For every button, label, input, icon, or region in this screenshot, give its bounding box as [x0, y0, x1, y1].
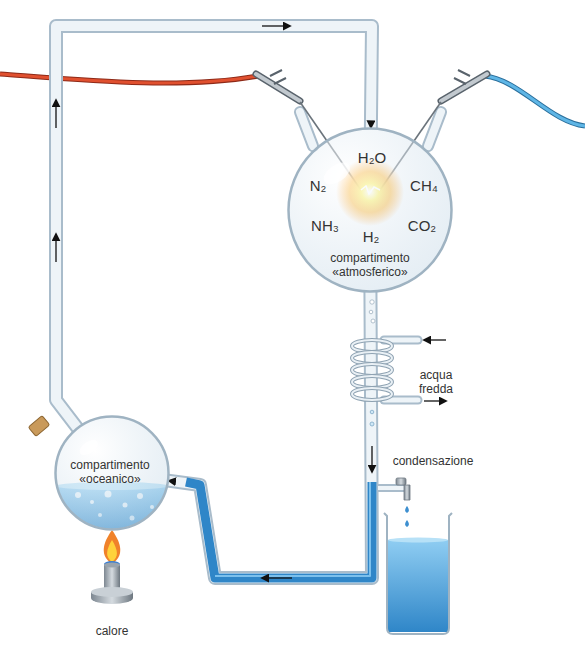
side-neck	[428, 112, 441, 146]
electrode-clip	[441, 74, 487, 101]
formula-label: CH₄	[410, 177, 438, 194]
electrode-clip	[441, 74, 487, 101]
tube-water	[186, 482, 372, 578]
tap-label: condensazione	[393, 455, 474, 469]
condenser-coil	[384, 396, 418, 405]
condenser-coil	[384, 336, 418, 345]
electrode-clip	[256, 74, 300, 101]
condenser-coil	[352, 340, 392, 352]
condenser-coil	[352, 352, 392, 364]
blue-wire	[485, 76, 585, 126]
bunsen-burner	[107, 540, 117, 562]
condenser-coil	[352, 376, 392, 388]
flow-arrow	[55, 234, 56, 262]
droplets	[369, 300, 375, 426]
condenser-coil	[352, 340, 392, 352]
cork	[28, 416, 50, 437]
droplets	[370, 422, 374, 426]
atmosphere-flask: H₂O N₂ CH₄ NH₃ H₂ CO₂ compartimento «atmosferi…	[287, 127, 453, 293]
drain-tap	[378, 484, 404, 492]
blue-wire	[485, 76, 585, 126]
glass-tube	[168, 291, 372, 578]
condenser-coil	[352, 364, 392, 376]
compartment-label: compartimento «atmosferico»	[320, 252, 420, 280]
droplets	[369, 310, 373, 314]
bunsen-burner	[91, 587, 133, 597]
beaker	[388, 540, 448, 632]
flask-glass	[289, 129, 452, 292]
drain-tap	[378, 486, 404, 490]
bunsen-burner	[104, 563, 120, 568]
formula-label: CO₂	[408, 217, 436, 234]
formula-label: H₂	[363, 228, 380, 245]
flow-arrow	[56, 26, 446, 578]
electrode-clip	[270, 70, 286, 84]
bunsen-burner	[104, 561, 120, 567]
glass-tube	[56, 26, 372, 428]
condenser-coil	[352, 352, 392, 364]
tube-wall	[168, 291, 372, 578]
drain-tap	[405, 520, 409, 527]
bunsen-burner	[91, 592, 133, 604]
water-label: acqua fredda	[404, 369, 468, 397]
condenser-coil	[352, 340, 418, 400]
formula-label: NH₃	[311, 217, 339, 234]
drain-tap	[378, 478, 410, 527]
flow-arrow	[371, 446, 372, 472]
formula-label: N₂	[310, 177, 327, 194]
flow-arrow	[262, 25, 290, 26]
side-neck	[300, 112, 313, 146]
tube-wall	[56, 26, 372, 428]
condenser-coil	[384, 338, 418, 343]
bunsen-burner	[91, 592, 133, 598]
beaker	[384, 513, 452, 634]
electrode-clip	[454, 70, 470, 84]
side-neck	[428, 112, 441, 146]
formula-label: H₂O	[358, 149, 386, 166]
compartment-label: compartimento «oceanico»	[62, 459, 158, 487]
droplets	[370, 410, 374, 414]
flow-arrow	[262, 577, 292, 578]
beaker	[384, 513, 452, 634]
ocean-flask: compartimento «oceanico»	[54, 415, 170, 531]
electrode-clip	[256, 70, 487, 101]
tube-water	[186, 482, 372, 578]
condenser-coil	[352, 376, 392, 388]
tube-water	[215, 482, 370, 576]
glass-highlight	[77, 437, 101, 458]
red-wire	[0, 74, 258, 83]
condenser-coil	[352, 388, 392, 400]
drain-tap	[404, 485, 410, 500]
tube-bore	[168, 291, 372, 578]
condenser-coil	[352, 388, 392, 400]
tube-bore	[56, 26, 372, 428]
flask-glass	[56, 417, 169, 530]
side-neck	[300, 112, 313, 146]
red-wire	[0, 74, 258, 83]
beaker	[388, 538, 448, 543]
heat-label: calore	[96, 625, 129, 639]
cork	[28, 416, 50, 437]
droplets	[370, 300, 374, 304]
drain-tap	[396, 478, 406, 485]
drain-tap	[405, 506, 409, 513]
flow-arrow	[55, 100, 56, 128]
droplets	[371, 319, 375, 323]
flow-arrow	[424, 339, 446, 340]
bunsen-burner	[104, 530, 121, 564]
blue-wire	[485, 76, 585, 126]
bunsen-burner	[91, 530, 133, 604]
electrode-clip	[256, 74, 300, 101]
bunsen-burner	[104, 565, 120, 593]
flow-arrow	[424, 400, 446, 401]
condenser-coil	[384, 398, 418, 403]
red-wire	[0, 74, 258, 83]
condenser-coil	[352, 364, 392, 376]
